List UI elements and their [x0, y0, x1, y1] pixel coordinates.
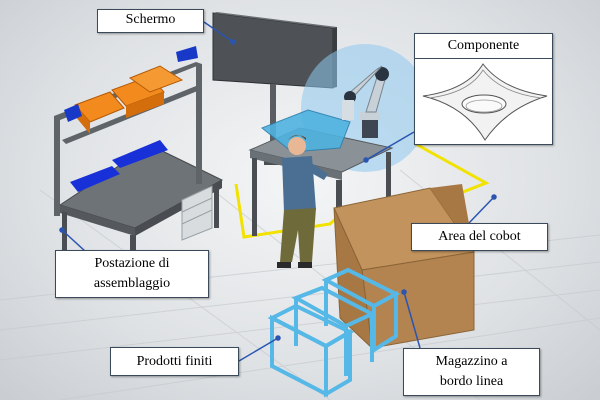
- component-callout: Componente: [414, 33, 553, 145]
- component-drawing: [422, 63, 548, 141]
- workstation-label-line1: Postazione di: [94, 256, 170, 271]
- warehouse-label: Magazzino a bordo linea: [403, 348, 540, 396]
- blue-parts-tray: [112, 140, 168, 168]
- operator-figure: [277, 135, 328, 268]
- finished-products-label: Prodotti finiti: [110, 347, 239, 376]
- screen-label: Schermo: [97, 9, 204, 33]
- blue-parts-tray: [70, 166, 120, 192]
- cobot-area-label: Area del cobot: [411, 223, 548, 251]
- workstation-label-line2: assemblaggio: [93, 276, 171, 291]
- cobot-arm: [342, 65, 389, 138]
- orange-bin: [128, 65, 184, 93]
- warehouse-label-line1: Magazzino a: [435, 354, 508, 369]
- assembly-workstation: [54, 46, 224, 269]
- workstation-label: Postazione di assemblaggio: [55, 250, 209, 298]
- component-label: Componente: [415, 34, 552, 59]
- finished-products-shelves: [267, 267, 401, 398]
- warehouse-label-line2: bordo linea: [439, 374, 504, 389]
